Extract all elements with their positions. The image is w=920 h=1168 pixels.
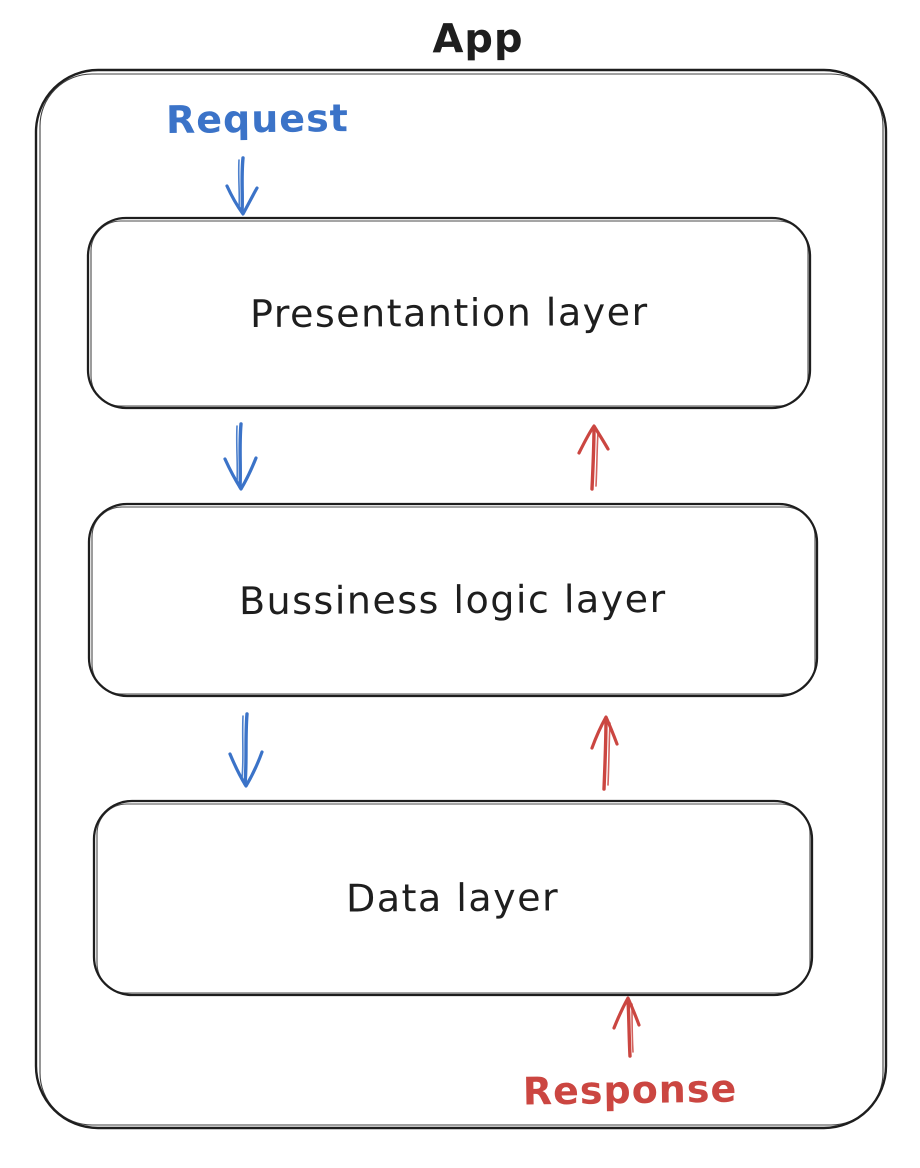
- presentation-to-business-arrow: [223, 422, 258, 491]
- data-layer-label: Data layer: [346, 875, 560, 921]
- data-layer-box: Data layer: [94, 801, 812, 995]
- business-layer-outline: [87, 502, 819, 698]
- presentation-layer-label: Presentantion layer: [249, 289, 649, 337]
- response-arrow: [612, 996, 641, 1058]
- app-title: App: [432, 15, 524, 63]
- request-label: Request: [165, 96, 350, 142]
- app-container-outline: [34, 68, 888, 1130]
- data-layer-outline: [92, 799, 814, 997]
- data-to-business-arrow: [590, 715, 619, 791]
- presentation-layer-outline: [86, 216, 812, 410]
- business-to-data-arrow: [228, 712, 264, 788]
- request-arrow: [225, 156, 259, 216]
- business-logic-layer-label: Bussiness logic layer: [239, 576, 667, 624]
- presentation-layer-box: Presentantion layer: [88, 218, 810, 408]
- business-to-presentation-arrow: [577, 424, 610, 491]
- business-logic-layer-box: Bussiness logic layer: [89, 504, 817, 696]
- response-label: Response: [522, 1066, 738, 1114]
